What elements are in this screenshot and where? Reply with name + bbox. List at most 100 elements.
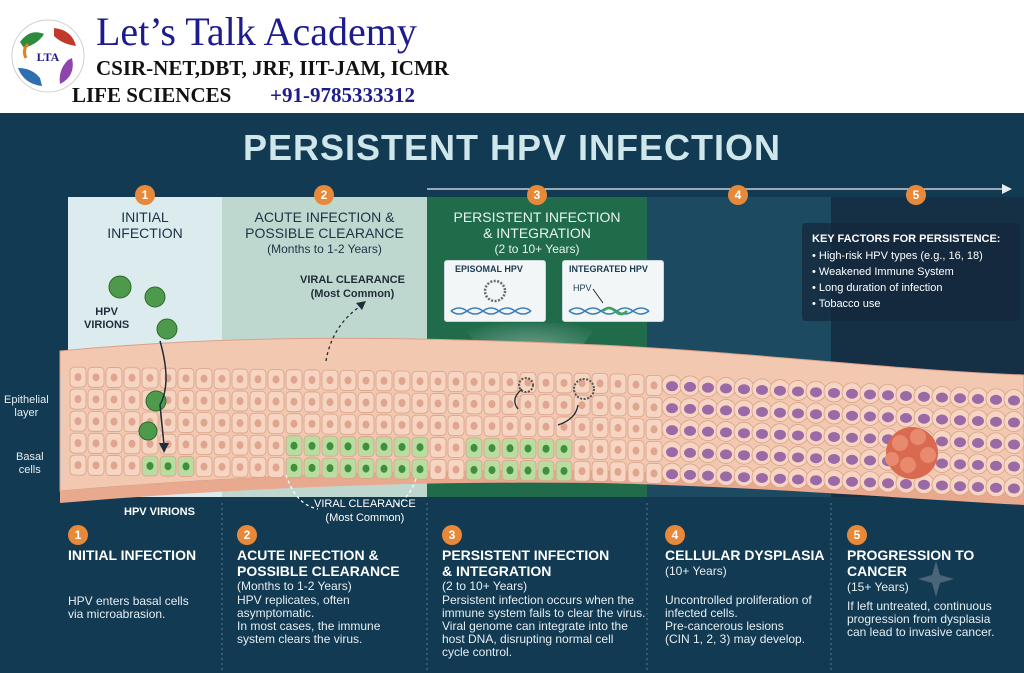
cell-nucleus	[128, 417, 136, 426]
step-3-title: PERSISTENT INFECTION & INTEGRATION	[442, 547, 610, 579]
cell-nucleus	[990, 416, 1002, 427]
cell-nucleus	[272, 463, 280, 472]
cell-nucleus	[218, 440, 226, 449]
cell-nucleus	[74, 373, 82, 382]
cell-nucleus	[756, 384, 768, 395]
cell-nucleus	[900, 478, 912, 489]
cell-nucleus	[702, 448, 714, 459]
cell-nucleus	[326, 376, 334, 385]
cell-nucleus	[972, 416, 984, 427]
viral-clearance-label-top: VIRAL CLEARANCE (Most Common)	[300, 274, 405, 300]
basal-cells-label: Basal cells	[16, 451, 44, 476]
integrated-hpv-inset: INTEGRATED HPV HPV	[562, 260, 664, 322]
step-3-badge: 3	[527, 185, 547, 205]
cell-nucleus	[488, 466, 496, 475]
cell-nucleus	[398, 421, 406, 430]
cell-nucleus	[650, 425, 658, 434]
cell-nucleus	[434, 443, 442, 452]
cell-nucleus	[200, 418, 208, 427]
cell-nucleus	[666, 447, 678, 458]
cell-nucleus	[1008, 395, 1020, 406]
cell-nucleus	[596, 423, 604, 432]
cell-nucleus	[614, 445, 622, 454]
cell-nucleus	[452, 377, 460, 386]
cell-nucleus	[74, 461, 82, 470]
cell-nucleus	[632, 468, 640, 477]
cell-nucleus	[792, 474, 804, 485]
cell-nucleus	[720, 427, 732, 438]
cell-nucleus	[326, 442, 334, 451]
step-1-badge: 1	[135, 185, 155, 205]
cell-nucleus	[596, 379, 604, 388]
cell-nucleus	[236, 375, 244, 384]
cell-nucleus	[972, 438, 984, 449]
cell-nucleus	[810, 475, 822, 486]
cell-nucleus	[720, 471, 732, 482]
cell-nucleus	[846, 410, 858, 421]
cell-nucleus	[218, 418, 226, 427]
hpv-virions-bottom-label: HPV VIRIONS	[124, 506, 195, 518]
cell-nucleus	[182, 374, 190, 383]
cell-nucleus	[470, 465, 478, 474]
cell-nucleus	[506, 400, 514, 409]
cell-nucleus	[828, 409, 840, 420]
cell-nucleus	[846, 476, 858, 487]
cell-nucleus	[560, 444, 568, 453]
cell-nucleus	[254, 463, 262, 472]
cell-nucleus	[524, 444, 532, 453]
cell-nucleus	[182, 418, 190, 427]
cell-nucleus	[936, 480, 948, 491]
cell-nucleus	[954, 415, 966, 426]
cell-nucleus	[416, 465, 424, 474]
cell-nucleus	[936, 436, 948, 447]
cell-nucleus	[828, 431, 840, 442]
cell-nucleus	[506, 422, 514, 431]
cell-nucleus	[290, 441, 298, 450]
cell-nucleus	[614, 467, 622, 476]
cell-nucleus	[1008, 483, 1020, 494]
cell-nucleus	[308, 463, 316, 472]
step-2-badge: 2	[314, 185, 334, 205]
cell-nucleus	[506, 444, 514, 453]
cell-nucleus	[702, 470, 714, 481]
key-factor-item: • Long duration of infection	[812, 282, 943, 294]
cell-nucleus	[128, 439, 136, 448]
cell-nucleus	[684, 403, 696, 414]
cell-nucleus	[542, 378, 550, 387]
cell-nucleus	[290, 375, 298, 384]
cell-nucleus	[470, 377, 478, 386]
cell-nucleus	[596, 467, 604, 476]
step-2-duration: (Months to 1-2 Years)	[237, 579, 352, 593]
cell-nucleus	[650, 447, 658, 456]
cell-nucleus	[308, 375, 316, 384]
cell-nucleus	[92, 461, 100, 470]
cell-nucleus	[272, 375, 280, 384]
cell-nucleus	[92, 395, 100, 404]
cell-nucleus	[846, 388, 858, 399]
cell-nucleus	[1008, 417, 1020, 428]
cell-nucleus	[182, 396, 190, 405]
cell-nucleus	[864, 433, 876, 444]
cell-nucleus	[936, 414, 948, 425]
phone-number: +91-9785333312	[270, 83, 415, 107]
cell-nucleus	[218, 462, 226, 471]
cell-nucleus	[720, 383, 732, 394]
cell-nucleus	[488, 422, 496, 431]
cell-nucleus	[326, 398, 334, 407]
cell-nucleus	[254, 397, 262, 406]
episome-ring-large	[573, 378, 595, 400]
cell-nucleus	[506, 378, 514, 387]
cell-nucleus	[362, 442, 370, 451]
cell-nucleus	[666, 469, 678, 480]
cell-nucleus	[524, 378, 532, 387]
epithelial-layer-label: Epithelial layer	[4, 394, 49, 419]
cell-nucleus	[434, 421, 442, 430]
cell-nucleus	[632, 380, 640, 389]
cell-nucleus	[200, 374, 208, 383]
cell-nucleus	[362, 376, 370, 385]
cell-nucleus	[308, 419, 316, 428]
cell-nucleus	[792, 386, 804, 397]
cell-nucleus	[882, 390, 894, 401]
academy-name: Let’s Talk Academy	[96, 9, 417, 54]
cell-nucleus	[236, 419, 244, 428]
